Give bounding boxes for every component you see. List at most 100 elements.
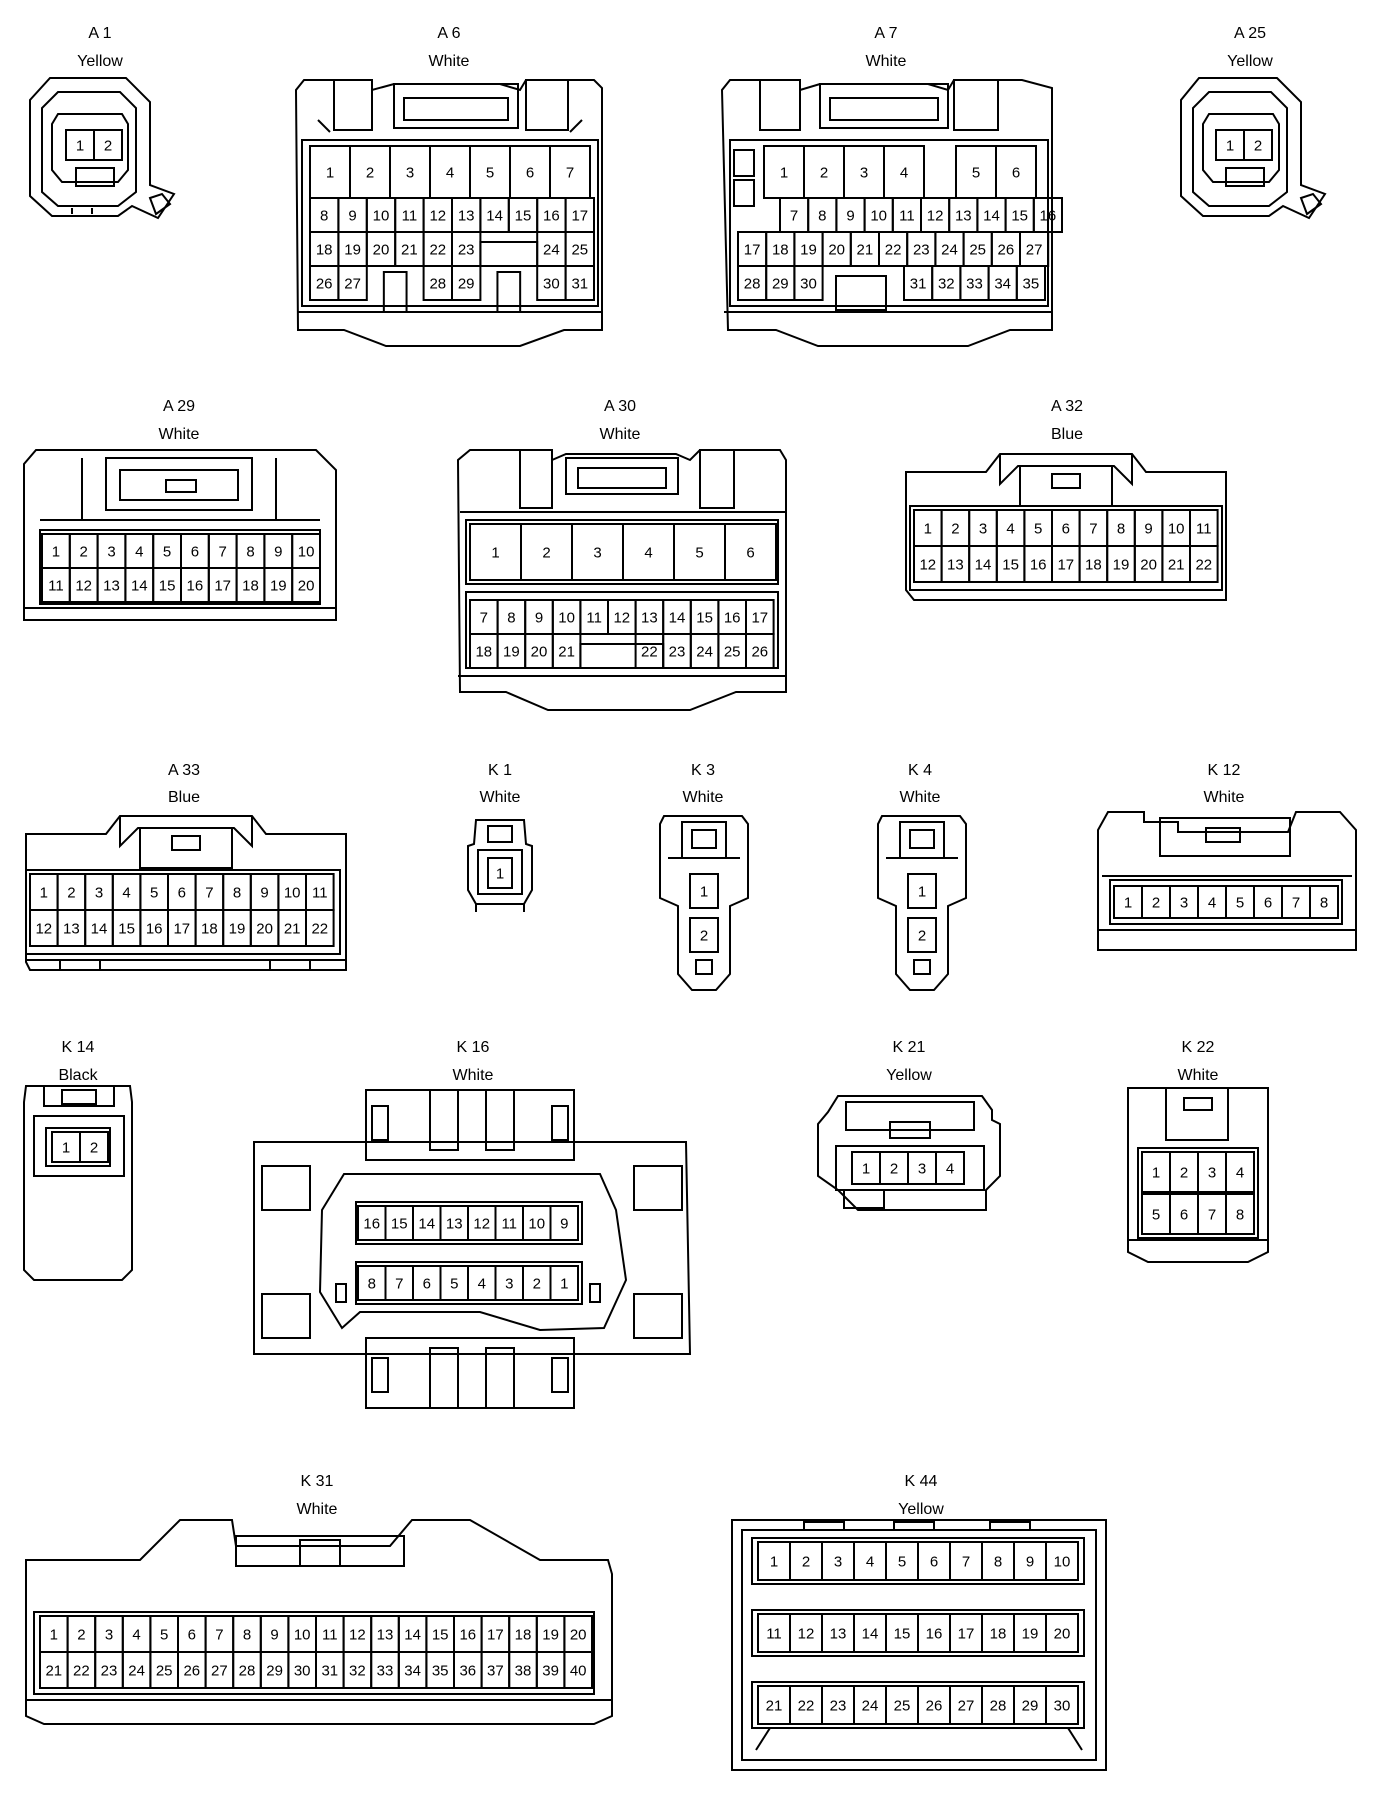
connector-name: K 3	[691, 762, 715, 779]
pin-number: 15	[118, 921, 135, 938]
connector-name: A 32	[1051, 398, 1083, 415]
pin-number: 3	[1180, 895, 1188, 912]
pin-cell	[793, 265, 824, 301]
pin-cell	[751, 1681, 1085, 1729]
pin-number: 9	[560, 1216, 568, 1233]
connector-color: White	[1204, 789, 1245, 806]
pin-number: 11	[402, 208, 418, 225]
pin-number: 9	[270, 1627, 278, 1644]
pin-number: 20	[1140, 557, 1157, 574]
connector-color: White	[429, 53, 470, 70]
pin-number: 6	[423, 1276, 431, 1293]
label-K12: K 12 White	[1204, 762, 1245, 806]
connector-name: A 7	[874, 25, 897, 42]
pin-number: 3	[918, 1161, 926, 1178]
pin-number: 17	[751, 610, 768, 627]
pin-number: 19	[503, 644, 520, 661]
connector-color: White	[683, 789, 724, 806]
pin-cell	[1045, 1685, 1079, 1725]
pin-number: 10	[870, 208, 887, 225]
pin-number: 1	[780, 165, 788, 182]
pin-number: 10	[298, 544, 315, 561]
label-K22: K 22 White	[1178, 1039, 1219, 1084]
pin-number: 17	[1057, 557, 1074, 574]
pin-cell	[291, 567, 322, 603]
pin-number: 5	[1236, 895, 1244, 912]
pin-number: 33	[377, 1663, 394, 1680]
pin-number: 1	[1124, 895, 1132, 912]
pin-cell	[382, 271, 408, 313]
pin-number: 27	[1026, 242, 1043, 259]
pin-number: 19	[270, 578, 287, 595]
pin-cell	[563, 1651, 594, 1689]
connector-name: K 16	[457, 1039, 490, 1056]
pin-number: 31	[571, 276, 588, 293]
pin-number: 12	[349, 1627, 366, 1644]
pin-cell	[1243, 129, 1273, 161]
connector-name: A 33	[168, 762, 200, 779]
pin-number: 15	[1002, 557, 1019, 574]
pin-number: 1	[50, 1627, 58, 1644]
pin-number: 4	[446, 165, 454, 182]
pin-number: 11	[1196, 521, 1212, 538]
pin-number: 7	[395, 1276, 403, 1293]
pin-number: 2	[80, 544, 88, 561]
pin-number: 3	[860, 165, 868, 182]
pin-number: 6	[930, 1554, 938, 1571]
label-A6: A 6 White	[429, 25, 470, 70]
pin-number: 21	[857, 242, 874, 259]
pin-number: 14	[418, 1216, 435, 1233]
label-A33: A 33 Blue	[168, 762, 200, 806]
pin-number: 9	[1144, 521, 1152, 538]
pin-number: 8	[1320, 895, 1328, 912]
pin-number: 8	[233, 885, 241, 902]
pin-number: 25	[894, 1698, 911, 1715]
pin-number: 20	[531, 644, 548, 661]
pin-cell	[724, 523, 777, 581]
pin-number: 39	[542, 1663, 559, 1680]
pin-number: 1	[40, 885, 48, 902]
pin-number: 3	[593, 545, 601, 562]
pin-number: 1	[862, 1161, 870, 1178]
connector-color: Black	[58, 1067, 98, 1084]
connector-name: K 21	[893, 1039, 926, 1056]
pin-grid: 1	[487, 857, 513, 889]
pin-number: 7	[962, 1554, 970, 1571]
connector-color: Yellow	[1227, 53, 1273, 70]
pin-number: 12	[927, 208, 944, 225]
pin-cell	[337, 265, 368, 301]
pin-cell	[835, 275, 887, 311]
pin-number: 19	[1022, 1626, 1039, 1643]
pin-number: 8	[818, 208, 826, 225]
connector-name: A 6	[437, 25, 460, 42]
pin-number: 15	[159, 578, 176, 595]
pin-number: 7	[1208, 1207, 1216, 1224]
pin-number: 3	[979, 521, 987, 538]
pin-number: 22	[1195, 557, 1212, 574]
pin-number: 17	[958, 1626, 975, 1643]
pin-number: 8	[246, 544, 254, 561]
pin-number: 10	[1168, 521, 1185, 538]
pin-number: 9	[274, 544, 282, 561]
pin-number: 13	[947, 557, 964, 574]
connector-color: White	[900, 789, 941, 806]
pin-number: 14	[975, 557, 992, 574]
pin-number: 10	[373, 208, 390, 225]
pin-number: 6	[746, 545, 754, 562]
pin-number: 9	[846, 208, 854, 225]
pin-number: 10	[1054, 1554, 1071, 1571]
pin-number: 23	[830, 1698, 847, 1715]
pin-number: 11	[766, 1626, 782, 1643]
pin-cell	[75, 167, 115, 187]
pin-number: 17	[173, 921, 190, 938]
pin-number: 22	[885, 242, 902, 259]
pin-number: 13	[63, 921, 80, 938]
pin-number: 2	[77, 1627, 85, 1644]
pin-number: 2	[1254, 138, 1262, 155]
pin-number: 5	[160, 1627, 168, 1644]
